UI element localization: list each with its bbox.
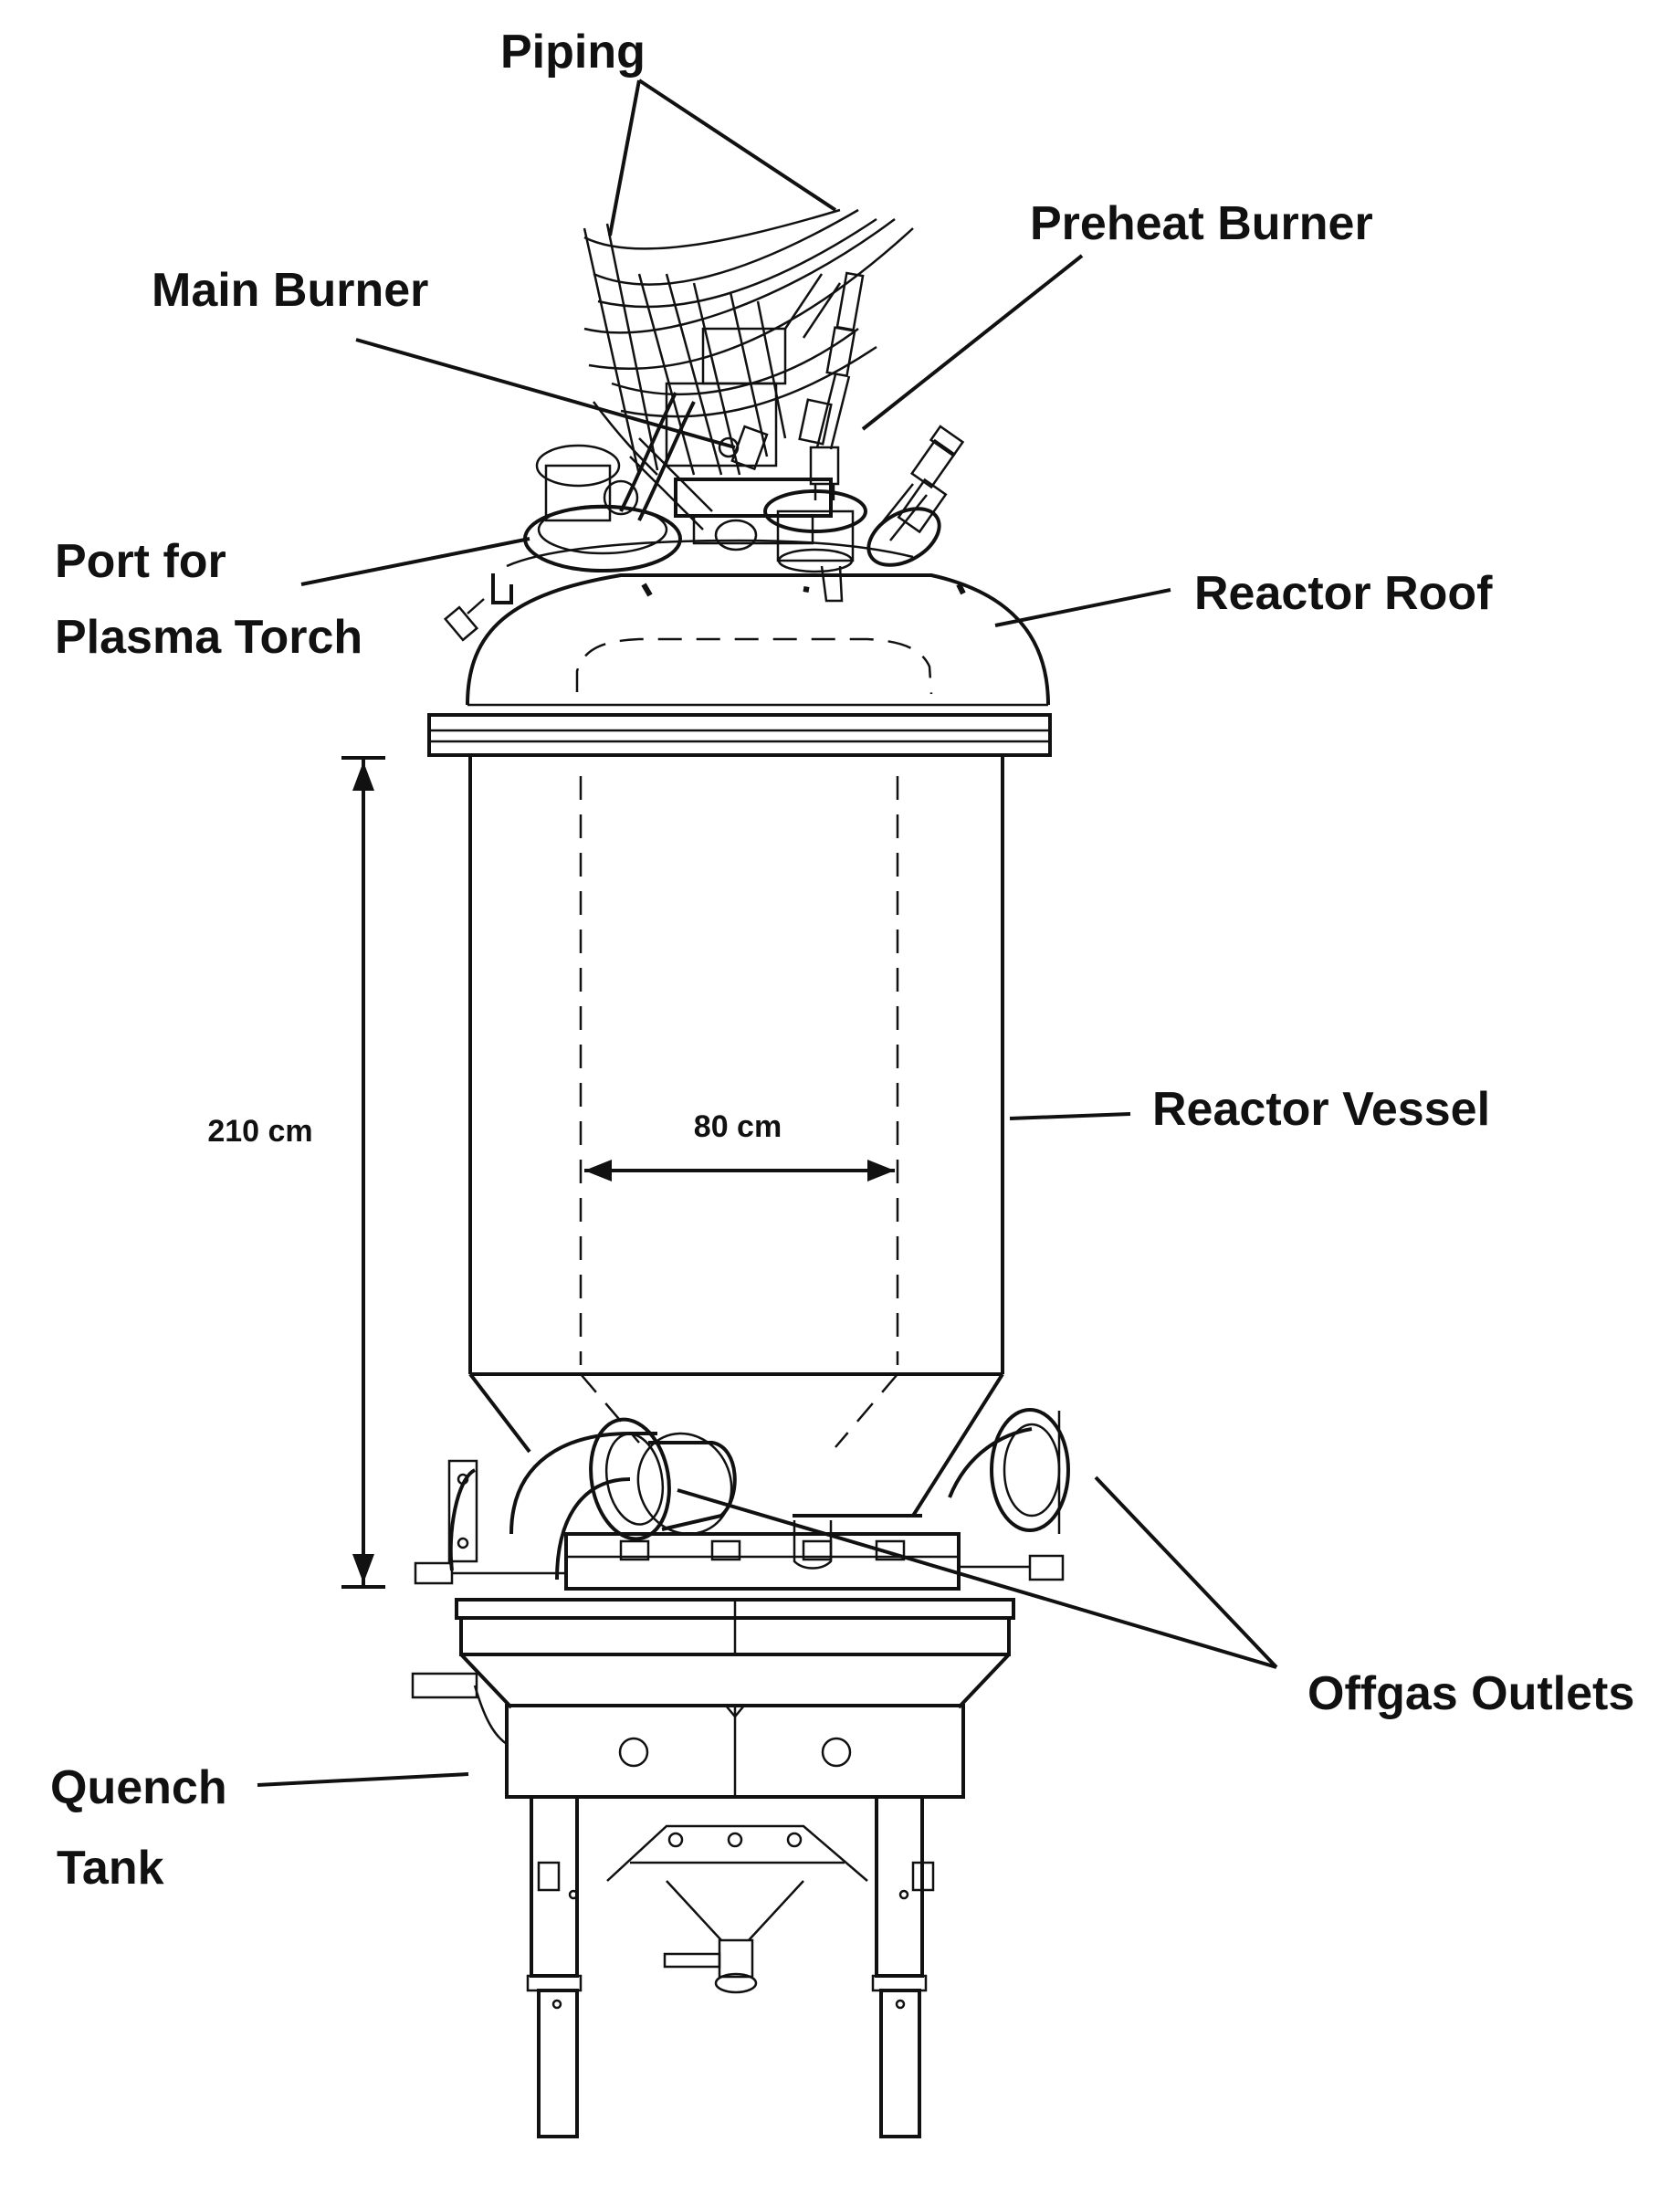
piping-bundle: [583, 208, 914, 530]
preheat-burner-label: Preheat Burner: [1030, 197, 1373, 250]
height-dimension: [341, 756, 385, 1589]
diameter-dimension-label: 80 cm: [694, 1109, 782, 1144]
offgas-outlets-label: Offgas Outlets: [1307, 1667, 1634, 1720]
main-burner-leader: [355, 338, 736, 449]
offgas-outlet-leader-2: [1094, 1476, 1278, 1669]
arrow-left-icon: [584, 1160, 612, 1182]
main-burner-label: Main Burner: [152, 264, 428, 317]
quench-tank-label-line1: Quench: [50, 1761, 227, 1814]
diameter-dimension: [584, 1160, 895, 1182]
height-dimension-label: 210 cm: [207, 1114, 312, 1149]
reactor-vessel-label: Reactor Vessel: [1152, 1083, 1490, 1136]
preheat-burner-assembly: [798, 271, 965, 541]
reactor-roof: [427, 444, 1052, 757]
preheat-burner-leader: [861, 254, 1084, 431]
plasma-torch-port-label-line1: Port for: [55, 535, 226, 588]
piping-leader-1: [608, 79, 641, 236]
reactor-vessel-leader: [1009, 1112, 1131, 1120]
offgas-outlet-leader-1: [677, 1488, 1277, 1669]
piping-label: Piping: [500, 26, 646, 79]
plasma-torch-port-leader: [300, 537, 530, 586]
reactor-vessel-body: [468, 755, 1004, 1518]
quench-tank: [411, 1598, 1015, 2138]
reactor-roof-leader: [994, 588, 1171, 627]
quench-tank-leader: [257, 1772, 469, 1787]
offgas-outlet-assembly: [414, 1408, 1070, 1591]
plasma-torch-port-label-line2: Plasma Torch: [55, 611, 362, 664]
piping-leader-2: [637, 79, 837, 212]
arrow-right-icon: [867, 1160, 895, 1182]
arrow-up-icon: [352, 761, 374, 791]
quench-tank-label-line2: Tank: [57, 1842, 164, 1895]
reactor-roof-label: Reactor Roof: [1194, 567, 1493, 620]
arrow-down-icon: [352, 1554, 374, 1583]
leader-lines: [257, 79, 1278, 1787]
